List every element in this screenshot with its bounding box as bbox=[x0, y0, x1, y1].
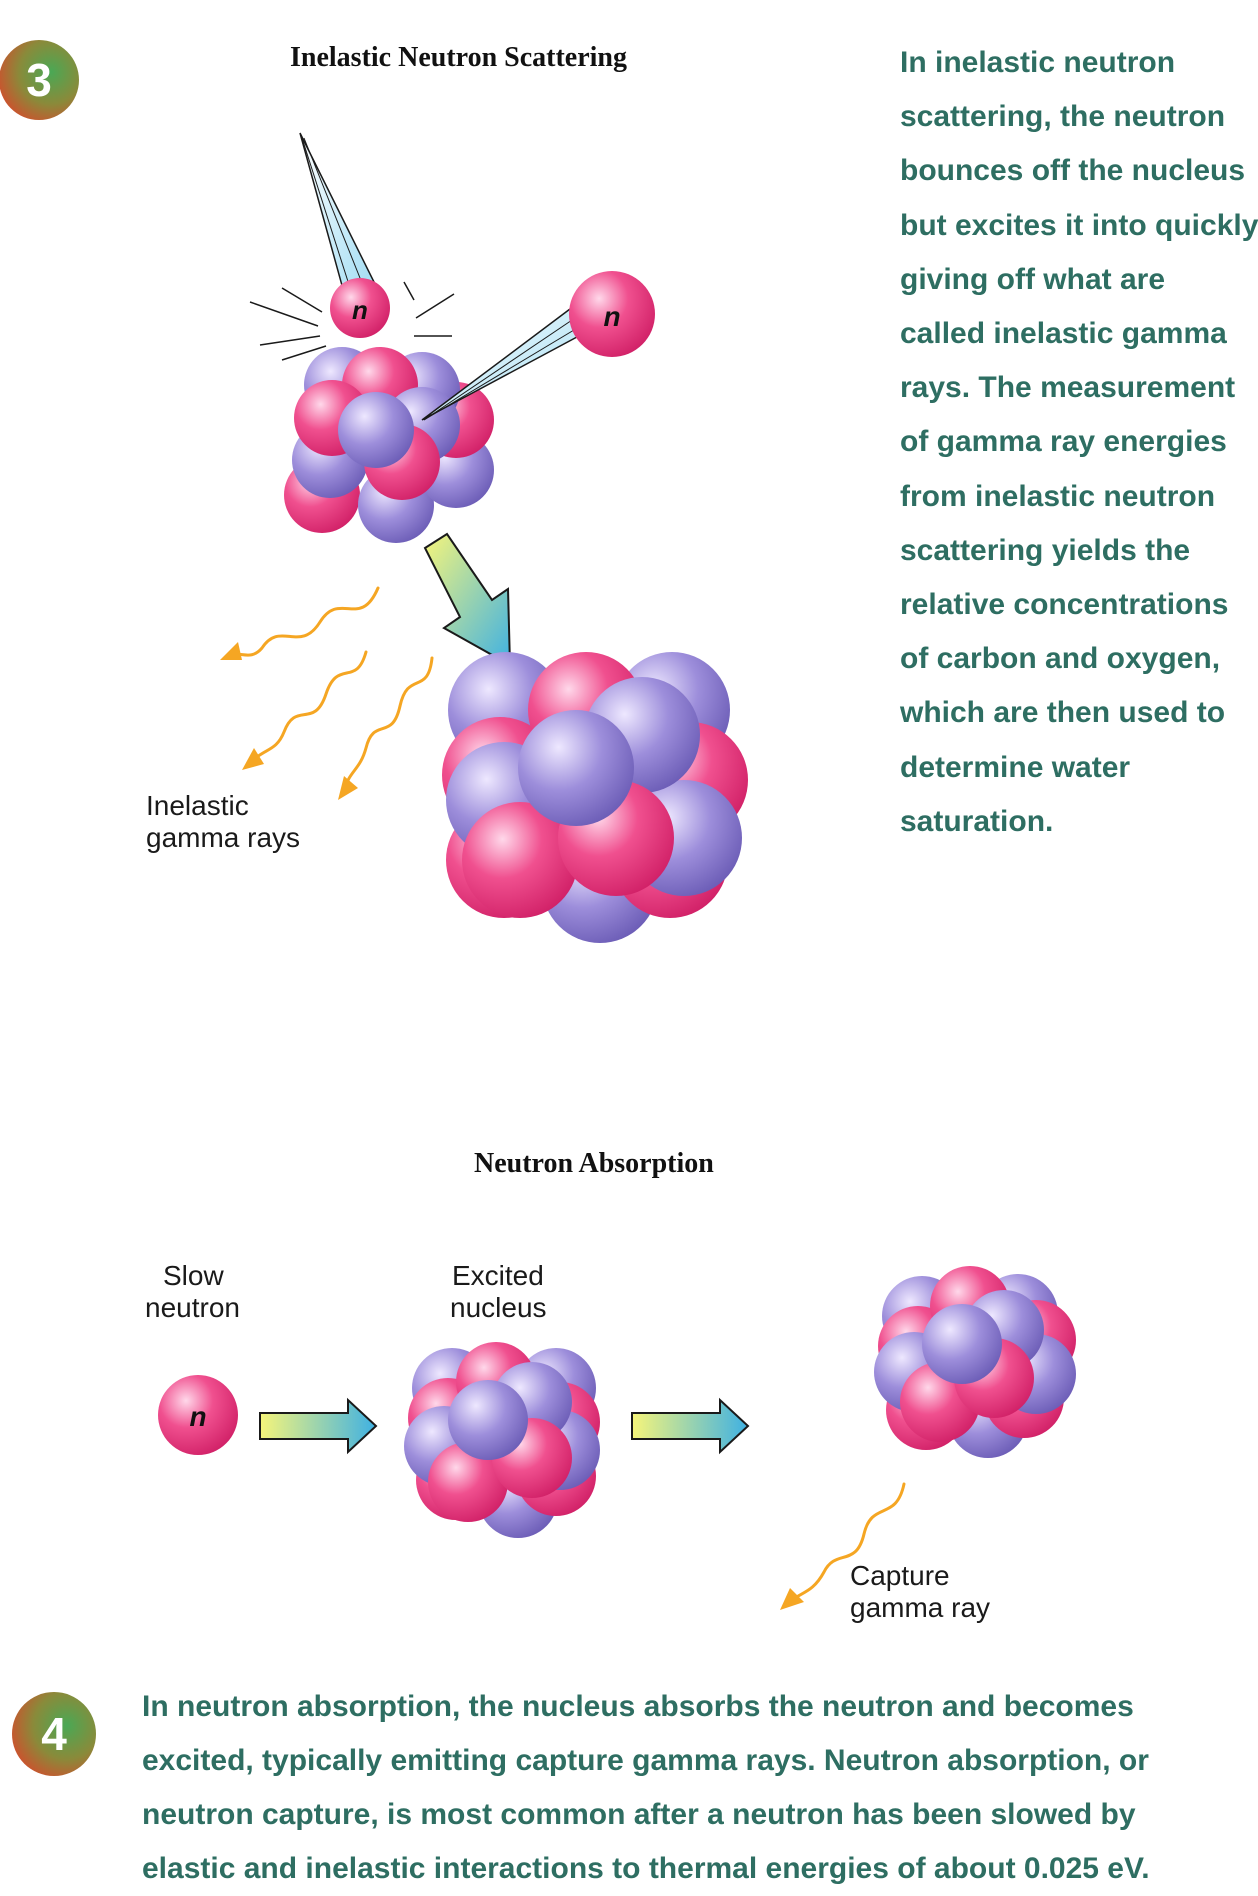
inelastic-gamma-label-line-2: gamma rays bbox=[146, 822, 301, 853]
excited-nucleus-label-line-2: nucleus bbox=[450, 1292, 547, 1323]
neutron-symbol: n bbox=[189, 1401, 206, 1432]
description-line: but excites it into quickly bbox=[900, 208, 1258, 242]
capture-gamma-label-line-2: gamma ray bbox=[850, 1592, 991, 1623]
description-line: scattering yields the bbox=[900, 533, 1191, 567]
impact-lines bbox=[249, 281, 455, 361]
description-line: In inelastic neutron bbox=[900, 46, 1176, 79]
description-line: bounces off the nucleus bbox=[900, 154, 1246, 188]
excited-nucleus-label-line-1: Excited bbox=[452, 1260, 544, 1291]
description-line: In neutron absorption, the nucleus absor… bbox=[142, 1690, 1134, 1723]
absorption-arrow-2 bbox=[631, 1397, 750, 1455]
description-line: saturation. bbox=[900, 804, 1054, 838]
capture-gamma-label: Capture gamma ray bbox=[850, 1560, 990, 1624]
description-line: of gamma ray energies bbox=[900, 425, 1227, 459]
description-line: giving off what are bbox=[900, 262, 1166, 296]
description-line: determine water bbox=[900, 750, 1131, 784]
description-line: of carbon and oxygen, bbox=[900, 642, 1221, 676]
inelastic-gamma-label: Inelastic gamma rays bbox=[146, 790, 300, 854]
excited-nucleus-large bbox=[442, 652, 748, 943]
target-nucleus bbox=[284, 347, 494, 543]
description-line: excited, typically emitting capture gamm… bbox=[142, 1744, 1149, 1777]
scattered-neutron-trail bbox=[421, 304, 592, 421]
description-line: neutron capture, is most common after a … bbox=[142, 1798, 1136, 1831]
product-nucleus bbox=[874, 1266, 1076, 1458]
inelastic-scattering-title: Inelastic Neutron Scattering bbox=[290, 42, 627, 73]
slow-neutron-label-line-1: Slow bbox=[163, 1260, 224, 1291]
slow-neutron-label-line-2: neutron bbox=[145, 1292, 240, 1323]
description-line: elastic and inelastic interactions to th… bbox=[142, 1852, 1150, 1885]
description-line: which are then used to bbox=[900, 696, 1226, 730]
description-line: relative concentrations bbox=[900, 588, 1229, 622]
incident-neutron: n bbox=[330, 278, 390, 338]
inelastic-gamma-rays bbox=[220, 586, 434, 800]
capture-gamma-label-line-1: Capture bbox=[850, 1560, 950, 1591]
excitation-arrow bbox=[423, 532, 512, 667]
description-line: scattering, the neutron bbox=[900, 100, 1226, 134]
inelastic-scattering-description: In inelastic neutron scattering, the neu… bbox=[900, 36, 1258, 849]
excited-nucleus-label: Excited nucleus bbox=[450, 1260, 547, 1324]
neutron-absorption-title: Neutron Absorption bbox=[474, 1148, 714, 1179]
step-4-badge: 4 bbox=[12, 1692, 96, 1776]
description-line: rays. The measurement bbox=[900, 371, 1236, 405]
excited-nucleus-medium bbox=[404, 1342, 600, 1538]
absorption-arrow-1 bbox=[259, 1397, 378, 1455]
neutron-symbol: n bbox=[603, 301, 620, 332]
inelastic-gamma-label-line-1: Inelastic bbox=[146, 790, 249, 821]
description-line: called inelastic gamma bbox=[900, 317, 1227, 351]
slow-neutron-label: Slow neutron bbox=[145, 1260, 240, 1324]
neutron-symbol: n bbox=[352, 295, 368, 325]
scattered-neutron: n bbox=[569, 271, 655, 357]
description-line: from inelastic neutron bbox=[900, 479, 1216, 513]
neutron-absorption-description: In neutron absorption, the nucleus absor… bbox=[142, 1680, 1211, 1885]
physics-diagram: n n bbox=[158, 132, 1076, 1610]
incident-neutron-trail bbox=[299, 132, 375, 302]
step-3-badge: 3 bbox=[0, 40, 79, 120]
slow-neutron: n bbox=[158, 1375, 238, 1455]
capture-gamma-ray bbox=[780, 1482, 906, 1610]
